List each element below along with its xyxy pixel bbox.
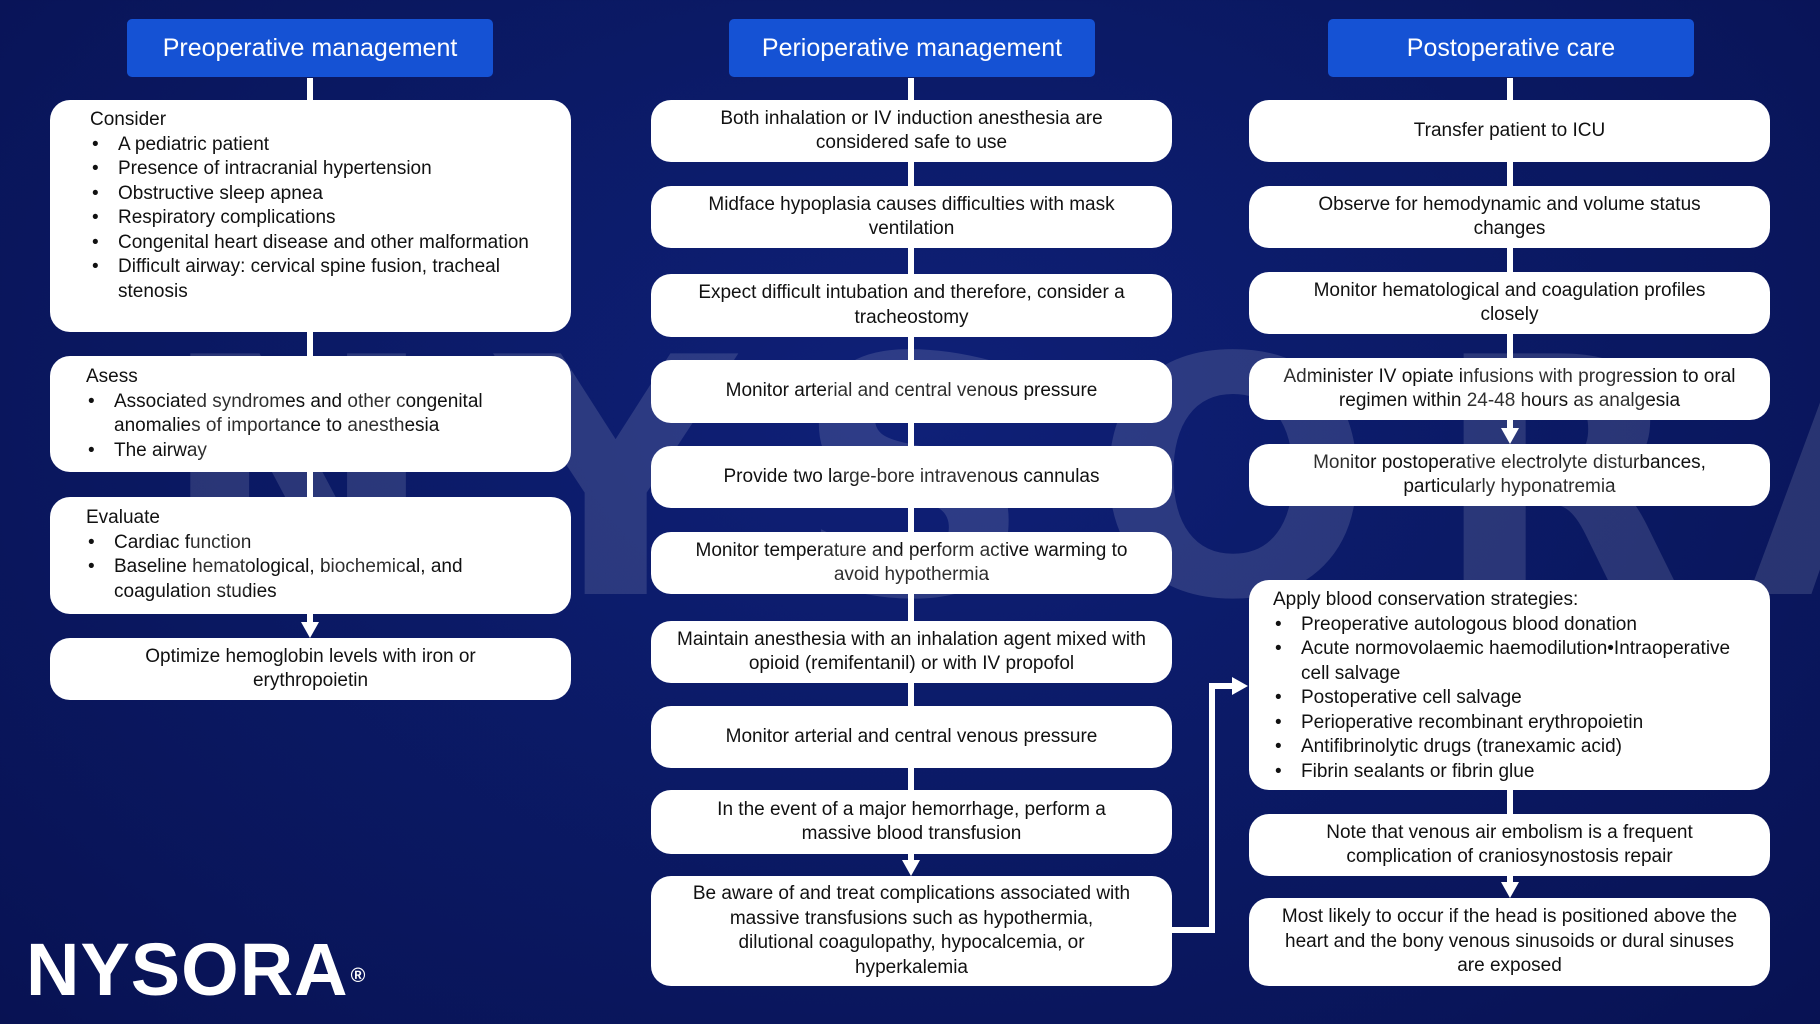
list-item: Obstructive sleep apnea — [90, 182, 555, 207]
peri-step: Monitor arterial and central venous pres… — [651, 706, 1172, 768]
list-item: Acute normovolaemic haemodilution•Intrao… — [1273, 637, 1754, 686]
list-item: Respiratory complications — [90, 206, 555, 231]
post-step: Transfer patient to ICU — [1249, 100, 1770, 162]
peri-step: Monitor arterial and central venous pres… — [651, 360, 1172, 423]
registered-mark: ® — [350, 965, 367, 987]
peri-step: Midface hypoplasia causes difficulties w… — [651, 186, 1172, 248]
list-item: Cardiac function — [86, 531, 555, 556]
positioning-box: Most likely to occur if the head is posi… — [1249, 898, 1770, 986]
list-item: Preoperative autologous blood donation — [1273, 613, 1754, 638]
logo-text: NYSORA — [26, 928, 349, 1011]
perioperative-header: Perioperative management — [729, 19, 1095, 77]
peri-step: Both inhalation or IV induction anesthes… — [651, 100, 1172, 162]
peri-step: Maintain anesthesia with an inhalation a… — [651, 621, 1172, 683]
conservation-title: Apply blood conservation strategies: — [1273, 589, 1579, 610]
conservation-box: Apply blood conservation strategies: Pre… — [1249, 580, 1770, 790]
list-item: Baseline hematological, biochemical, and… — [86, 555, 555, 604]
evaluate-title: Evaluate — [86, 507, 160, 528]
list-item: Antifibrinolytic drugs (tranexamic acid) — [1273, 735, 1754, 760]
postoperative-header: Postoperative care — [1328, 19, 1694, 77]
list-item: Difficult airway: cervical spine fusion,… — [90, 255, 555, 304]
optimize-box: Optimize hemoglobin levels with iron or … — [50, 638, 571, 700]
list-item: Postoperative cell salvage — [1273, 686, 1754, 711]
nysora-logo: NYSORA® — [26, 930, 366, 1010]
list-item: A pediatric patient — [90, 133, 555, 158]
peri-step: Monitor temperature and perform active w… — [651, 532, 1172, 594]
list-item: The airway — [86, 439, 555, 464]
preoperative-header: Preoperative management — [127, 19, 493, 77]
peri-step: Provide two large-bore intravenous cannu… — [651, 446, 1172, 508]
peri-step: Be aware of and treat complications asso… — [651, 876, 1172, 986]
post-step: Observe for hemodynamic and volume statu… — [1249, 186, 1770, 248]
list-item: Congenital heart disease and other malfo… — [90, 231, 555, 256]
peri-step: Expect difficult intubation and therefor… — [651, 274, 1172, 337]
consider-box: Consider A pediatric patient Presence of… — [50, 100, 571, 332]
evaluate-box: Evaluate Cardiac function Baseline hemat… — [50, 497, 571, 614]
assess-box: Asess Associated syndromes and other con… — [50, 356, 571, 472]
consider-title: Consider — [90, 109, 167, 130]
list-item: Presence of intracranial hypertension — [90, 157, 555, 182]
peri-step: In the event of a major hemorrhage, perf… — [651, 790, 1172, 854]
air-embolism-box: Note that venous air embolism is a frequ… — [1249, 814, 1770, 876]
list-item: Associated syndromes and other congenita… — [86, 390, 555, 439]
assess-title: Asess — [86, 366, 138, 387]
post-step: Monitor postoperative electrolyte distur… — [1249, 444, 1770, 506]
list-item: Perioperative recombinant erythropoietin — [1273, 711, 1754, 736]
list-item: Fibrin sealants or fibrin glue — [1273, 760, 1754, 785]
post-step: Monitor hematological and coagulation pr… — [1249, 272, 1770, 334]
post-step: Administer IV opiate infusions with prog… — [1249, 358, 1770, 420]
